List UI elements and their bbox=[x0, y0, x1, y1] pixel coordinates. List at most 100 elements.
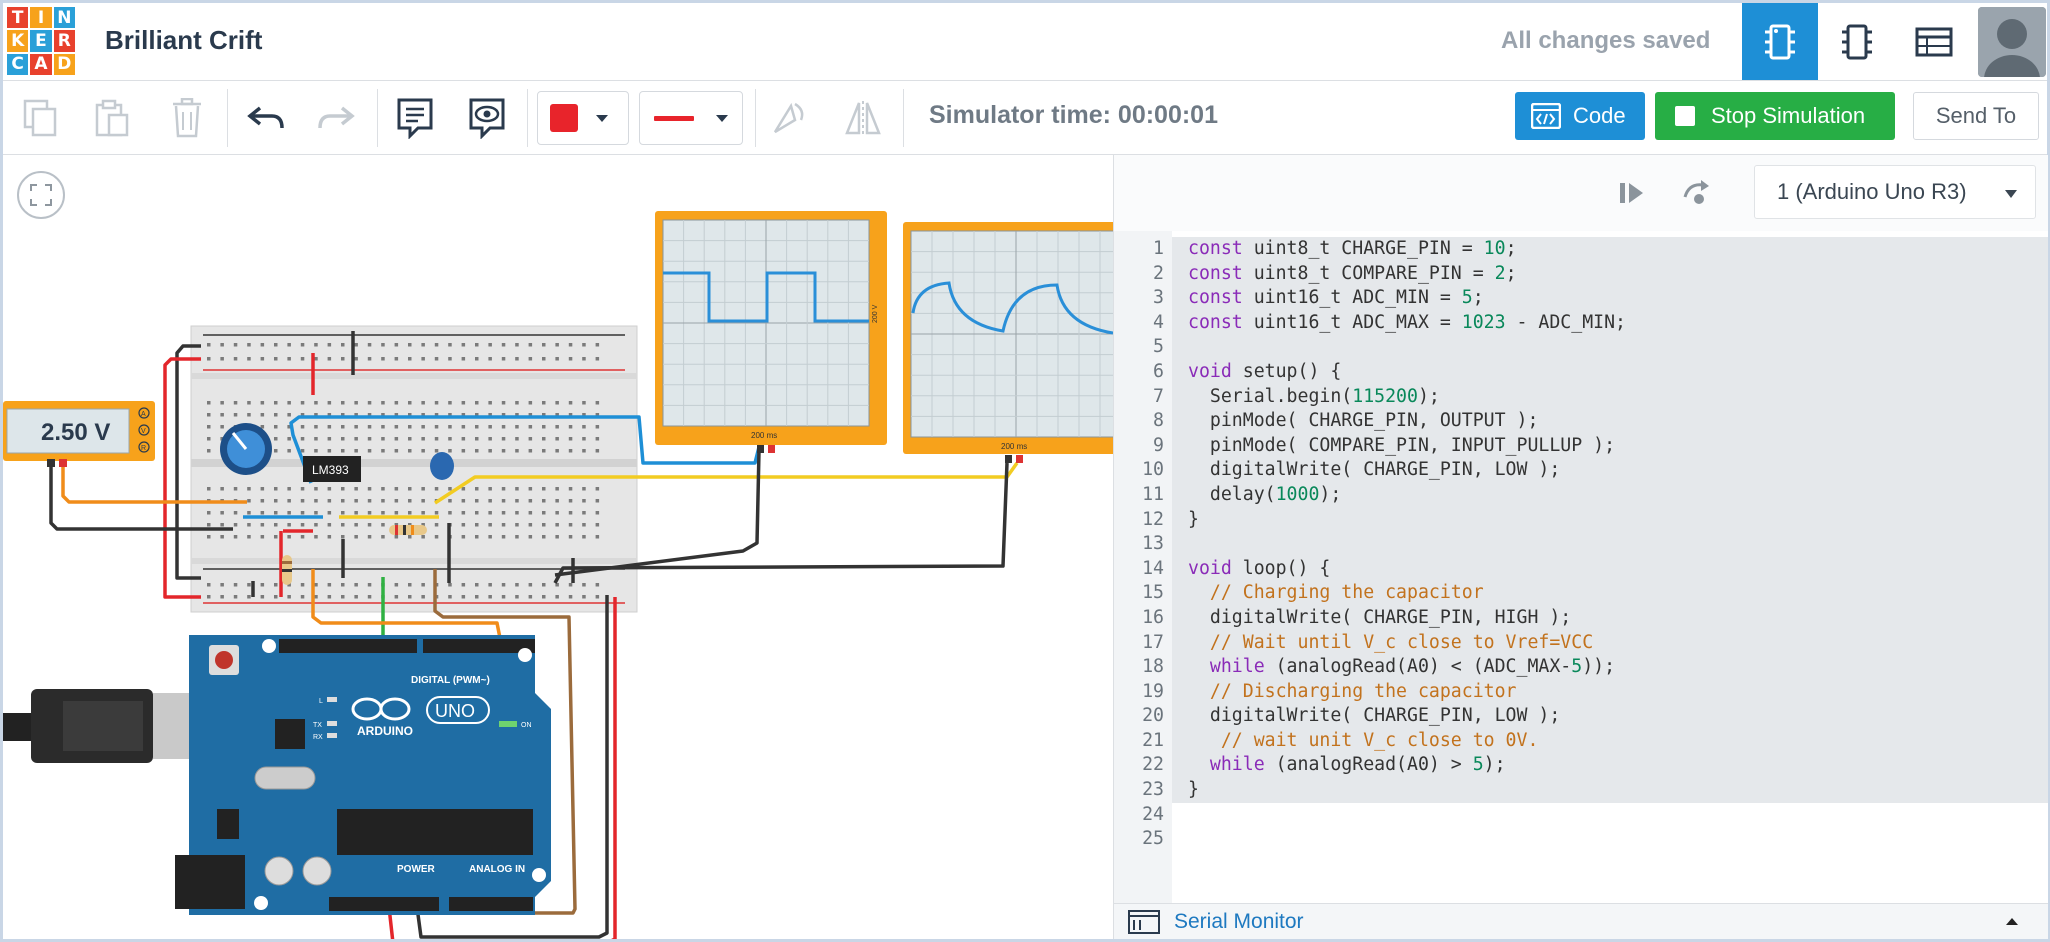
code-panel: 1 (Arduino Uno R3) 1const uint8_t CHARGE… bbox=[1113, 155, 2047, 939]
resistor-vertical[interactable] bbox=[282, 555, 292, 585]
resistor-horizontal[interactable] bbox=[389, 525, 427, 535]
redo-icon bbox=[318, 104, 356, 132]
code-line: 16 digitalWrite( CHARGE_PIN, HIGH ); bbox=[1114, 606, 2048, 631]
line-number: 25 bbox=[1114, 827, 1164, 852]
code-line: 21 // wait unit V_c close to 0V. bbox=[1114, 729, 2048, 754]
undo-button[interactable] bbox=[237, 91, 293, 145]
step-icon bbox=[1618, 180, 1646, 206]
code-line: 8 pinMode( CHARGE_PIN, OUTPUT ); bbox=[1114, 409, 2048, 434]
line-number: 23 bbox=[1114, 778, 1164, 803]
schematic-view-button[interactable] bbox=[1819, 3, 1895, 80]
paste-button[interactable] bbox=[85, 91, 141, 145]
toolbar-divider bbox=[227, 89, 228, 147]
line-number: 2 bbox=[1114, 262, 1164, 287]
code-line: 19 // Discharging the capacitor bbox=[1114, 680, 2048, 705]
undo-icon bbox=[246, 104, 284, 132]
circuit-icon bbox=[1763, 22, 1797, 62]
code-lines: 1const uint8_t CHARGE_PIN = 10;2const ui… bbox=[1114, 237, 2048, 852]
stop-simulation-button[interactable]: Stop Simulation bbox=[1655, 92, 1895, 140]
toolbar: Simulator time: 00:00:01 Code Stop Simul… bbox=[3, 81, 2047, 155]
toggle-notes-visibility-button[interactable] bbox=[459, 91, 515, 145]
oscilloscope-2[interactable]: 200 ms bbox=[903, 222, 1113, 463]
serial-monitor-bar[interactable]: Serial Monitor bbox=[1114, 903, 2048, 939]
code-text: // Discharging the capacitor bbox=[1188, 680, 1517, 705]
step-button[interactable] bbox=[1612, 173, 1652, 213]
circuit-canvas[interactable]: LM393 2.50 V A bbox=[3, 155, 1113, 939]
copy-icon bbox=[23, 99, 59, 137]
code-text: void setup() { bbox=[1188, 360, 1341, 385]
selection-highlight bbox=[1172, 778, 2048, 803]
code-button[interactable]: Code bbox=[1515, 92, 1645, 140]
line-number: 20 bbox=[1114, 704, 1164, 729]
code-editor[interactable]: 1const uint8_t CHARGE_PIN = 10;2const ui… bbox=[1114, 231, 2048, 903]
multimeter[interactable]: 2.50 V A V R bbox=[3, 401, 155, 467]
scope1-time-label: 200 ms bbox=[751, 431, 777, 440]
line-number: 6 bbox=[1114, 360, 1164, 385]
code-line: 5 bbox=[1114, 335, 2048, 360]
notes-button[interactable] bbox=[387, 91, 443, 145]
mirror-button[interactable] bbox=[835, 91, 891, 145]
code-line: 12} bbox=[1114, 508, 2048, 533]
circuit-view-button[interactable] bbox=[1742, 3, 1818, 80]
debug-button[interactable] bbox=[1678, 173, 1718, 213]
code-line: 14void loop() { bbox=[1114, 557, 2048, 582]
rotate-button[interactable] bbox=[761, 91, 817, 145]
code-line: 6 void setup() { bbox=[1114, 360, 2048, 385]
logo-letter: I bbox=[30, 7, 51, 28]
scope1-volt-label: 200 V bbox=[872, 304, 879, 323]
line-number: 18 bbox=[1114, 655, 1164, 680]
line-number: 24 bbox=[1114, 803, 1164, 828]
project-title[interactable]: Brilliant Crift bbox=[105, 25, 262, 56]
code-line: 13 bbox=[1114, 532, 2048, 557]
line-number: 8 bbox=[1114, 409, 1164, 434]
code-text: const uint8_t CHARGE_PIN = 10; bbox=[1188, 237, 1517, 262]
user-avatar[interactable] bbox=[1978, 7, 2046, 77]
trash-icon bbox=[171, 98, 203, 138]
device-select-value: 1 (Arduino Uno R3) bbox=[1777, 179, 1967, 205]
code-line: 17 // Wait until V_c close to Vref=VCC bbox=[1114, 631, 2048, 656]
oscilloscope-1[interactable]: 200 ms 200 V bbox=[655, 211, 887, 453]
copy-button[interactable] bbox=[13, 91, 69, 145]
arduino-analog-label: ANALOG IN bbox=[469, 864, 525, 875]
line-number: 7 bbox=[1114, 385, 1164, 410]
potentiometer[interactable] bbox=[220, 423, 272, 475]
code-line: 18 while (analogRead(A0) < (ADC_MAX-5)); bbox=[1114, 655, 2048, 680]
component-list-button[interactable] bbox=[1896, 3, 1972, 80]
code-line: 2const uint8_t COMPARE_PIN = 2; bbox=[1114, 262, 2048, 287]
code-text: // Charging the capacitor bbox=[1188, 581, 1484, 606]
arduino-brand: ARDUINO bbox=[357, 724, 413, 738]
code-line: 23} bbox=[1114, 778, 2048, 803]
code-text: pinMode( CHARGE_PIN, OUTPUT ); bbox=[1188, 409, 1538, 434]
note-icon bbox=[396, 97, 434, 139]
capacitor[interactable] bbox=[430, 452, 454, 480]
chevron-down-icon bbox=[2005, 190, 2017, 198]
multimeter-mode-v: V bbox=[141, 428, 146, 435]
logo-letter: T bbox=[7, 7, 28, 28]
redo-button[interactable] bbox=[309, 91, 365, 145]
code-text: } bbox=[1188, 508, 1199, 533]
arduino-uno[interactable]: DIGITAL (PWM~) ARDUINO UNO ON L TX RX bbox=[175, 635, 551, 915]
code-line: 15 // Charging the capacitor bbox=[1114, 581, 2048, 606]
toolbar-divider bbox=[527, 89, 528, 147]
chevron-up-icon[interactable] bbox=[2006, 918, 2018, 925]
fill-color-dropdown[interactable] bbox=[537, 91, 629, 145]
logo-letter: D bbox=[54, 54, 75, 75]
code-line: 24 bbox=[1114, 803, 2048, 828]
selection-highlight bbox=[1172, 335, 2048, 360]
code-line: 22 while (analogRead(A0) > 5); bbox=[1114, 753, 2048, 778]
tinkercad-logo[interactable]: TINKERCAD bbox=[7, 7, 75, 75]
wire-style-dropdown[interactable] bbox=[639, 91, 743, 145]
code-text: // Wait until V_c close to Vref=VCC bbox=[1188, 631, 1593, 656]
code-text: digitalWrite( CHARGE_PIN, LOW ); bbox=[1188, 704, 1560, 729]
paste-icon bbox=[95, 99, 131, 137]
lm393-chip[interactable]: LM393 bbox=[303, 456, 361, 482]
delete-button[interactable] bbox=[159, 91, 215, 145]
line-number: 9 bbox=[1114, 434, 1164, 459]
mirror-icon bbox=[843, 99, 883, 137]
send-to-button[interactable]: Send To bbox=[1913, 92, 2039, 140]
code-text: while (analogRead(A0) > 5); bbox=[1188, 753, 1506, 778]
device-select[interactable]: 1 (Arduino Uno R3) bbox=[1754, 165, 2036, 219]
color-swatch bbox=[550, 104, 578, 132]
arduino-rx-label: RX bbox=[313, 734, 323, 741]
